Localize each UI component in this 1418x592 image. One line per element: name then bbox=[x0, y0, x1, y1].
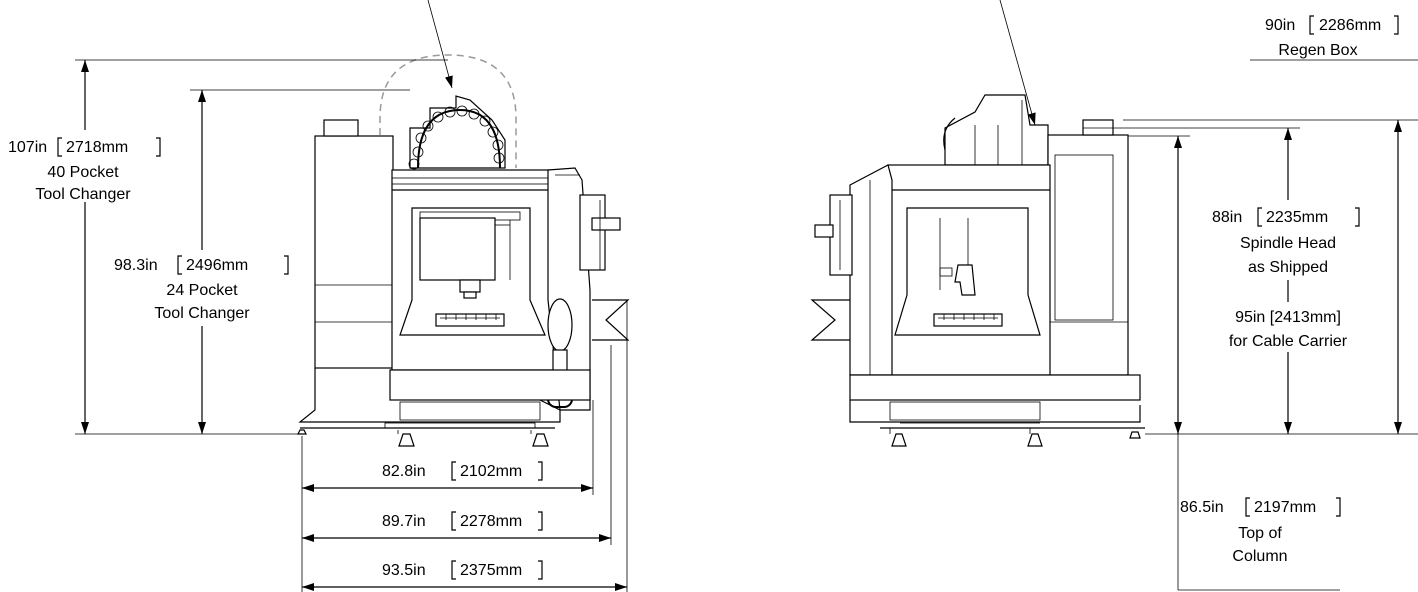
front-view-machine bbox=[297, 0, 630, 447]
label-82in: 82.8in 2102mm bbox=[382, 461, 543, 481]
dim-98-value: 98.3in bbox=[114, 257, 158, 274]
dim-107-value: 107in bbox=[8, 139, 47, 156]
front-view-dimensions bbox=[75, 59, 628, 592]
dim-88-line2: as Shipped bbox=[1248, 259, 1328, 276]
dim-897-bracket: 2278mm bbox=[460, 513, 522, 530]
label-98in: 98.3in 2496mm 24 Pocket Tool Changer bbox=[110, 250, 294, 326]
label-88in: 88in 2235mm Spindle Head as Shipped bbox=[1204, 200, 1372, 280]
dim-90-bracket: 2286mm bbox=[1319, 17, 1381, 34]
side-view-machine bbox=[810, 0, 1145, 447]
dim-935-bracket: 2375mm bbox=[460, 562, 522, 579]
label-107in: 107in 2718mm 40 Pocket Tool Changer bbox=[4, 130, 166, 203]
dim-865-line1: Top of bbox=[1238, 525, 1282, 542]
label-90in: 90in 2286mm Regen Box bbox=[1265, 15, 1399, 59]
label-95in: 95in [2413mm] for Cable Carrier bbox=[1190, 302, 1390, 352]
dim-828-bracket: 2102mm bbox=[460, 463, 522, 480]
label-93in: 93.5in 2375mm bbox=[382, 560, 543, 580]
dim-828-value: 82.8in bbox=[382, 463, 426, 480]
dim-88-bracket: 2235mm bbox=[1266, 209, 1328, 226]
dim-95-line2: for Cable Carrier bbox=[1229, 333, 1348, 350]
dim-98-line1: 24 Pocket bbox=[166, 282, 238, 299]
dim-865-line2: Column bbox=[1232, 548, 1287, 565]
dim-865-value: 86.5in bbox=[1180, 499, 1224, 516]
dim-865-bracket: 2197mm bbox=[1254, 499, 1316, 516]
dim-935-value: 93.5in bbox=[382, 562, 426, 579]
dim-897-value: 89.7in bbox=[382, 513, 426, 530]
dim-90-line1: Regen Box bbox=[1278, 42, 1357, 59]
label-86in: 86.5in 2197mm Top of Column bbox=[1180, 497, 1341, 565]
dim-88-line1: Spindle Head bbox=[1240, 235, 1336, 252]
dim-107-line1: 40 Pocket bbox=[47, 164, 119, 181]
dim-88-value: 88in bbox=[1212, 209, 1242, 226]
side-table-tslots bbox=[943, 314, 995, 320]
tool-pocket-ring bbox=[408, 105, 505, 170]
dim-107-line2: Tool Changer bbox=[35, 186, 131, 203]
table-tslots bbox=[445, 314, 497, 320]
dim-95-line1: 95in [2413mm] bbox=[1235, 309, 1341, 326]
side-view-dimensions bbox=[1083, 59, 1418, 591]
dim-98-line2: Tool Changer bbox=[154, 305, 250, 322]
dim-90-value: 90in bbox=[1265, 17, 1295, 34]
dim-98-bracket: 2496mm bbox=[186, 257, 248, 274]
dim-107-bracket: 2718mm bbox=[66, 139, 128, 156]
label-89in: 89.7in 2278mm bbox=[382, 511, 543, 531]
